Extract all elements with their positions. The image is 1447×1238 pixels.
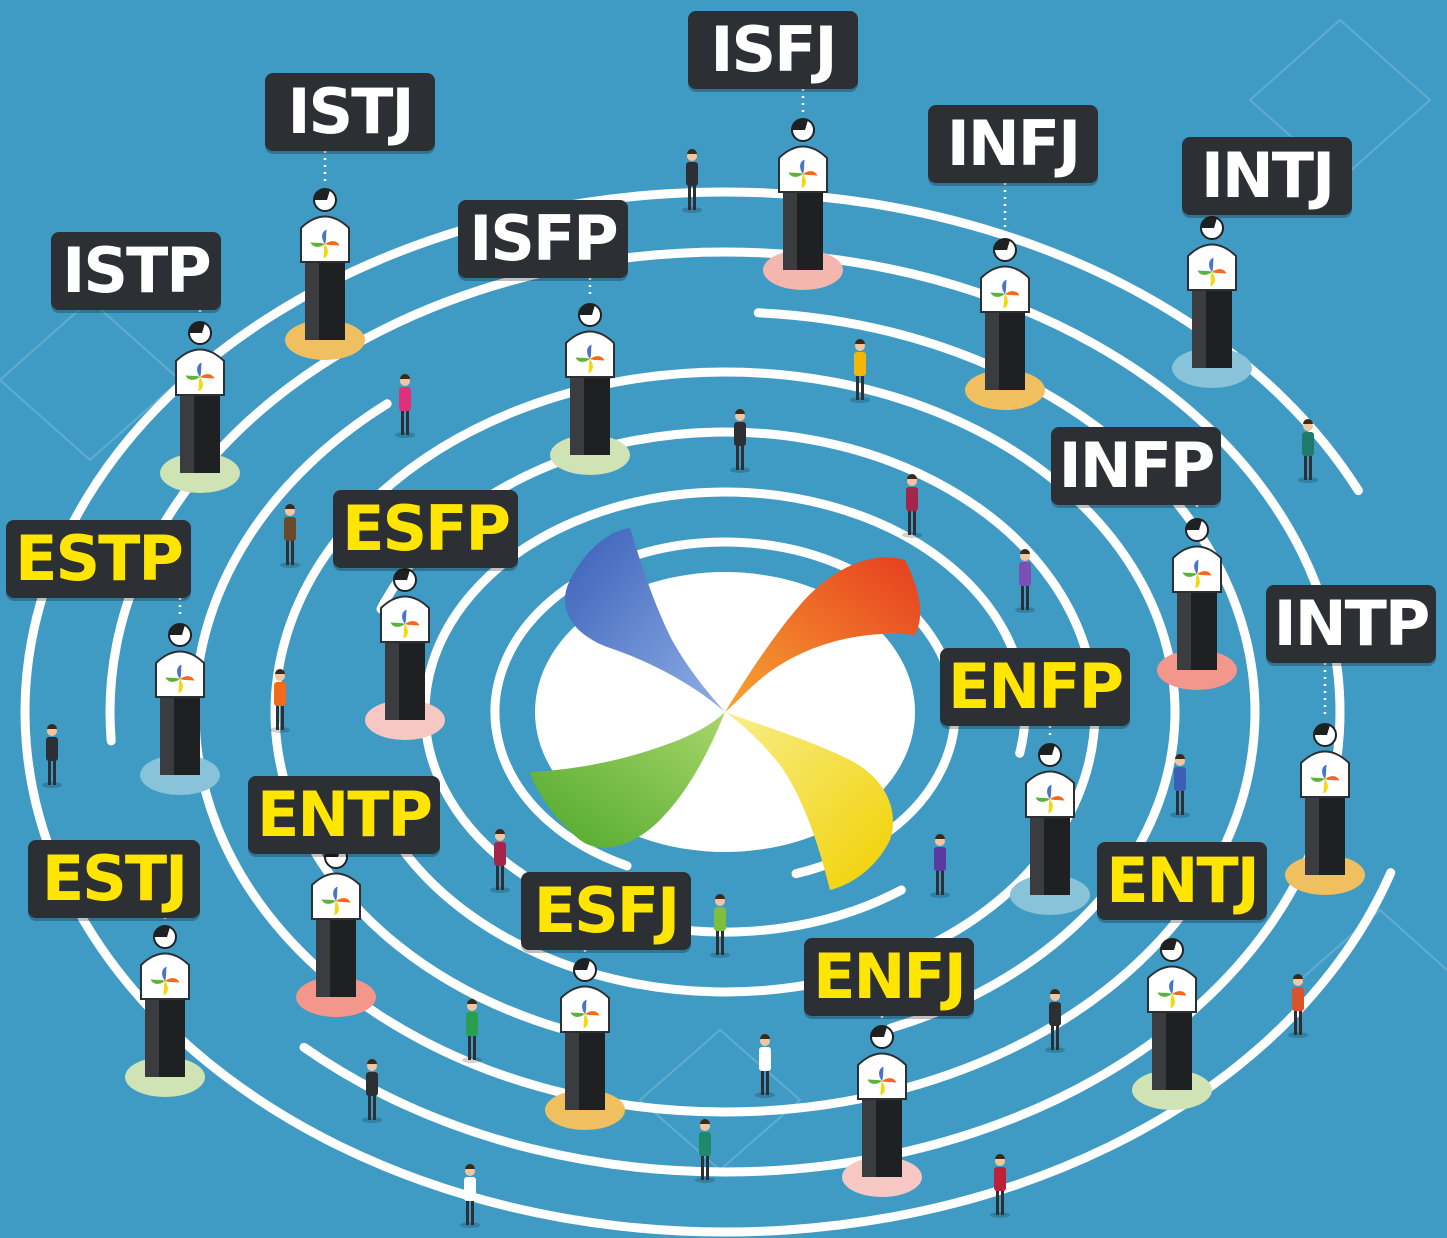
- type-label-isfp: ISFP: [458, 200, 628, 278]
- podium-layer: [125, 89, 1365, 1197]
- person-figure: [490, 829, 510, 893]
- person-figure: [682, 149, 702, 213]
- type-label-intp: INTP: [1266, 585, 1436, 663]
- person-figure: [42, 724, 62, 788]
- podium-istp: [160, 310, 240, 493]
- type-label-enfp: ENFP: [940, 648, 1130, 726]
- podium-intj: [1172, 210, 1252, 388]
- type-label-isfj: ISFJ: [688, 11, 858, 89]
- person-figure: [462, 999, 482, 1063]
- type-label-istp: ISTP: [51, 232, 221, 310]
- type-label-estj: ESTJ: [28, 840, 200, 918]
- podium-esfj: [545, 950, 625, 1130]
- person-figure: [460, 1164, 480, 1228]
- person-figure: [270, 669, 290, 733]
- person-figure: [930, 834, 950, 898]
- podium-entp: [296, 839, 376, 1017]
- podium-istj: [285, 151, 365, 360]
- podium-esfp: [365, 562, 445, 740]
- logo-yellow-petal: [725, 712, 894, 890]
- type-label-entj: ENTJ: [1097, 842, 1267, 920]
- podium-isfj: [763, 89, 843, 290]
- pinwheel-logo: [530, 528, 921, 890]
- person-figure: [1288, 974, 1308, 1038]
- person-figure: [990, 1154, 1010, 1218]
- type-label-enfj: ENFJ: [804, 938, 974, 1016]
- person-figure: [730, 409, 750, 473]
- person-figure: [1170, 754, 1190, 818]
- podium-enfj: [842, 1016, 922, 1197]
- type-label-infj: INFJ: [928, 105, 1098, 183]
- podium-estp: [140, 598, 220, 795]
- type-label-entp: ENTP: [248, 776, 440, 854]
- person-figure: [1298, 419, 1318, 483]
- person-figure: [755, 1034, 775, 1098]
- type-label-esfp: ESFP: [333, 490, 518, 568]
- person-figure: [695, 1119, 715, 1183]
- person-figure: [395, 374, 415, 438]
- person-figure: [280, 504, 300, 568]
- podium-infj: [965, 183, 1045, 410]
- type-label-esfj: ESFJ: [521, 872, 691, 950]
- podium-intp: [1285, 663, 1365, 895]
- podium-enfp: [1010, 726, 1090, 915]
- person-figure: [1045, 989, 1065, 1053]
- podium-entj: [1132, 920, 1212, 1110]
- podium-estj: [125, 918, 205, 1097]
- logo-green-petal: [530, 712, 725, 848]
- type-label-estp: ESTP: [6, 520, 191, 598]
- person-figure: [850, 339, 870, 403]
- person-figure: [362, 1059, 382, 1123]
- ring: [20, 187, 1396, 1237]
- type-label-infp: INFP: [1051, 427, 1221, 505]
- person-figure: [902, 474, 922, 538]
- podium-infp: [1157, 505, 1237, 690]
- logo-orange-petal: [725, 557, 921, 712]
- type-label-intj: INTJ: [1182, 137, 1352, 215]
- ring: [105, 247, 1345, 1177]
- people-layer: [42, 149, 1318, 1228]
- logo-blue-petal: [564, 528, 725, 712]
- podium-isfp: [550, 278, 630, 475]
- type-label-istj: ISTJ: [265, 73, 435, 151]
- person-figure: [710, 894, 730, 958]
- person-figure: [1015, 549, 1035, 613]
- ring: [490, 537, 960, 879]
